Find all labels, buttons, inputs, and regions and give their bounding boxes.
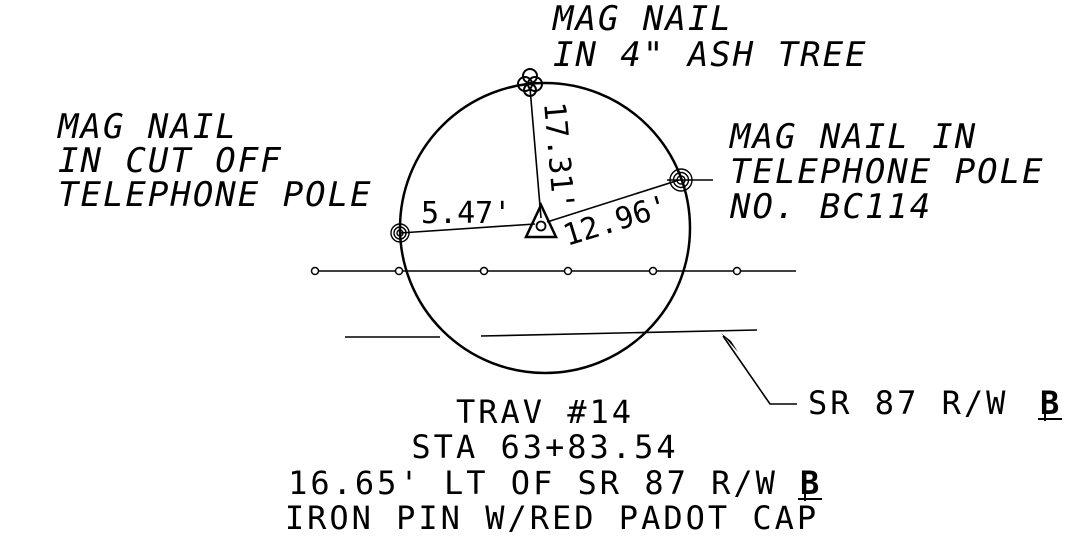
- tie-line-cut-pole: [399, 223, 536, 234]
- baseline-station-markers: [310, 266, 742, 276]
- baseline-symbol-icon: B: [1038, 384, 1062, 422]
- svg-text:B: B: [800, 464, 822, 502]
- cut-pole-label: IN CUT OFF: [58, 141, 283, 181]
- station-block-line4: IRON PIN W/RED PADOT CAP: [285, 499, 819, 537]
- concentric-pole-icon: [669, 168, 693, 192]
- rw-callout-leader: [721, 333, 797, 405]
- svg-text:B: B: [1040, 384, 1062, 422]
- right-of-way-line: [480, 329, 758, 337]
- baseline-symbol-icon: B: [798, 464, 822, 502]
- station-block-line1: TRAV #14: [456, 393, 634, 431]
- distance-ash-tree: 17.31': [536, 101, 580, 212]
- rw-callout-label: SR 87 R/W: [808, 384, 1008, 422]
- tie-line-ash-tree: [529, 87, 542, 219]
- triangle-point-icon: [524, 202, 558, 239]
- station-block-line3: 16.65' LT OF SR 87 R/W: [288, 464, 778, 502]
- bc114-pole-label: MAG NAIL IN: [729, 117, 977, 157]
- bc114-pole-label: TELEPHONE POLE: [730, 152, 1045, 192]
- tie-line-bc114-pole: [546, 179, 680, 223]
- concentric-pole-icon: [390, 223, 410, 243]
- ash-tree-label: IN 4" ASH TREE: [553, 35, 868, 75]
- cut-pole-label: MAG NAIL: [57, 107, 238, 147]
- cut-pole-label: TELEPHONE POLE: [58, 175, 373, 215]
- station-block-line2: STA 63+83.54: [411, 428, 678, 466]
- distance-cut-pole: 5.47': [421, 196, 511, 231]
- bc114-pole-label: NO. BC114: [729, 187, 932, 227]
- ash-tree-label: MAG NAIL: [552, 0, 733, 39]
- search-radius-circle: [398, 81, 692, 375]
- tree-icon: [517, 68, 543, 97]
